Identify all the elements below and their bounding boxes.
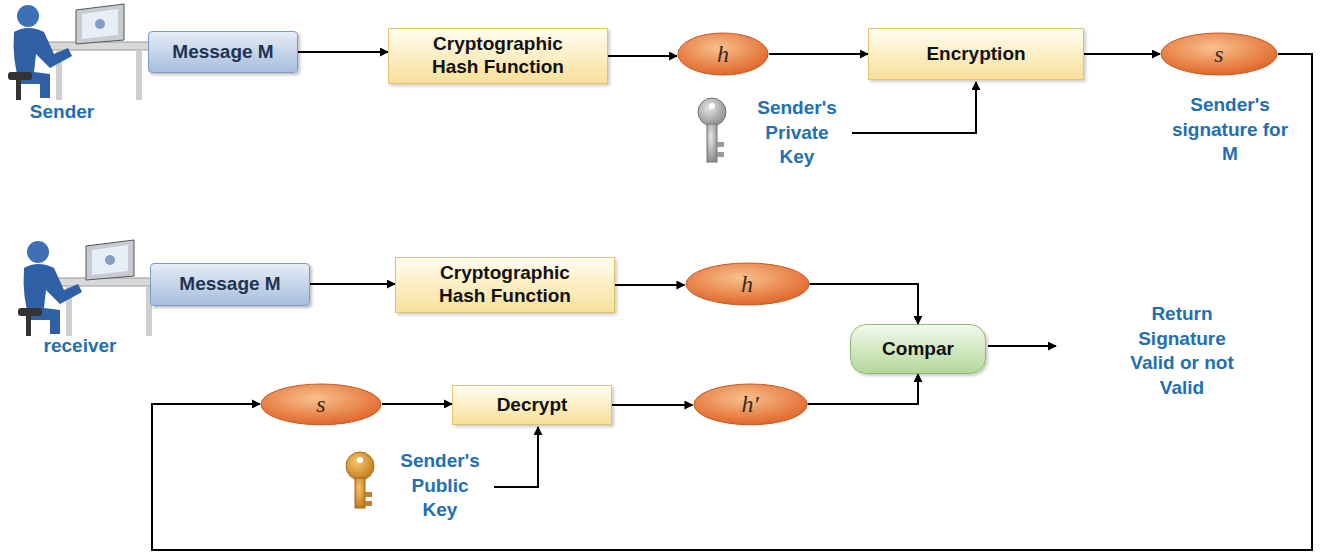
text-holder: Message M [179,273,280,296]
receiver-figure [18,240,161,336]
flow-arrow [808,374,919,404]
ellipse-outline [694,384,807,425]
node-text: Message M [172,41,273,64]
signature-ellipse: s [260,383,382,426]
node-text: h [717,40,729,69]
node-text: s [1214,40,1223,69]
key-label: Sender's Private Key [752,96,842,170]
node-text: Cryptographic Hash Function [420,262,590,308]
text-holder: h [717,40,729,69]
public-key-icon [346,452,374,508]
text-holder: h′ [741,390,758,419]
hash-value-ellipse: h′ [693,383,808,426]
sender-figure [8,4,151,100]
flow-arrow [769,53,868,55]
encryption-box: Encryption [868,28,1084,80]
flow-arrow [310,283,395,285]
ellipse-outline [261,384,381,425]
text-holder: Cryptographic Hash Function [413,33,583,79]
compare-box: Compar [850,324,986,374]
node-text: h′ [741,390,758,419]
flow-arrow [810,284,919,324]
text-holder: Message M [172,41,273,64]
flow-arrow [152,54,1312,550]
ellipse-outline [686,263,809,305]
text-holder: Cryptographic Hash Function [420,262,590,308]
hash-function-box: Cryptographic Hash Function [388,28,608,84]
key-line [852,82,976,133]
node-text: s [316,390,325,419]
key-line [494,427,538,487]
text-holder: Decrypt [497,394,568,417]
node-text: Compar [882,338,954,361]
signature-label: Sender's signature for M [1170,93,1290,167]
private-key-icon [698,98,726,162]
flow-arrow [615,284,685,286]
signature-ellipse: s [1160,32,1278,76]
flow-arrow [1084,53,1160,55]
hash-value-ellipse: h [677,32,769,76]
text-holder: s [1214,40,1223,69]
ellipse-outline [1161,33,1277,75]
node-text: Encryption [926,43,1025,66]
flow-arrow [612,404,693,406]
decrypt-box: Decrypt [452,385,612,425]
ellipse-outline [678,33,768,75]
text-holder: h [741,270,753,299]
message-box: Message M [148,31,298,73]
result-arrow [988,345,1056,347]
node-text: Decrypt [497,394,568,417]
message-box: Message M [150,263,310,306]
actor-label: Sender [7,100,117,125]
result-label: Return Signature Valid or not Valid [1116,302,1248,401]
node-text: Cryptographic Hash Function [413,33,583,79]
node-text: Message M [179,273,280,296]
hash-function-box: Cryptographic Hash Function [395,257,615,313]
node-text: h [741,270,753,299]
text-holder: Encryption [926,43,1025,66]
hash-value-ellipse: h [685,262,810,306]
flow-arrow [298,51,388,53]
flow-arrow [382,403,452,405]
text-holder: s [316,390,325,419]
text-holder: Compar [882,338,954,361]
actor-label: receiver [25,334,135,359]
flow-arrow [608,55,677,57]
key-label: Sender's Public Key [395,449,485,523]
